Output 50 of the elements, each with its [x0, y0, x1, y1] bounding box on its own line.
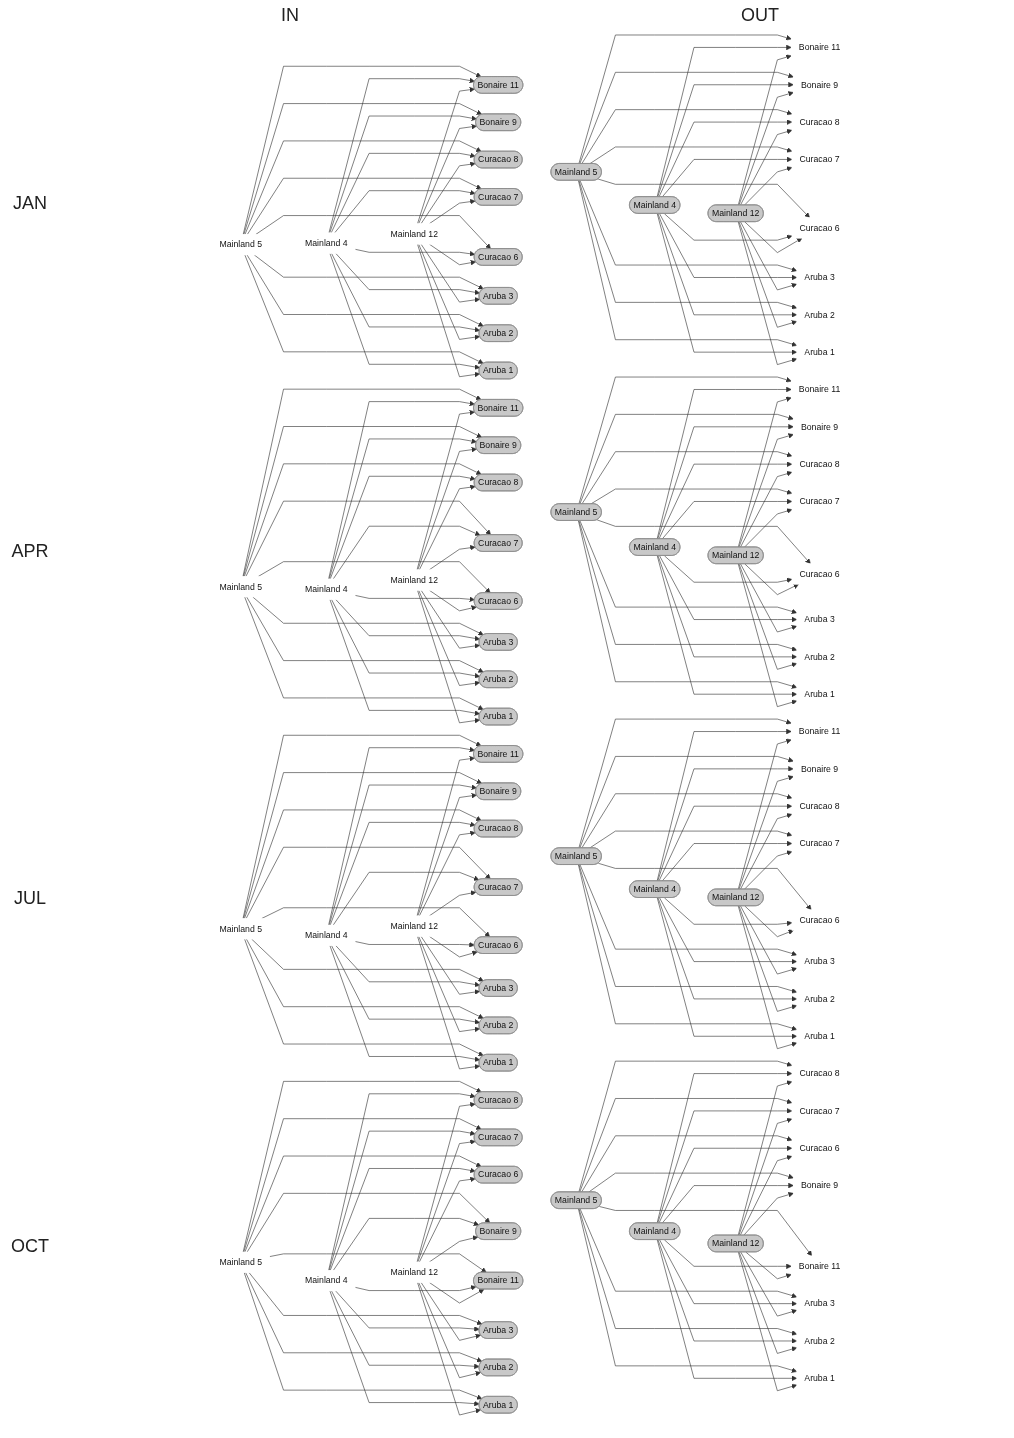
- node-text: Curacao 6: [799, 914, 840, 925]
- row-heading: JAN: [13, 193, 47, 215]
- node-text: Bonaire 9: [801, 763, 839, 774]
- node-text: Aruba 3: [804, 272, 835, 283]
- node-text: Curacao 7: [799, 1105, 840, 1116]
- node-text: Mainland 12: [390, 574, 439, 585]
- node-text: Curacao 8: [799, 116, 840, 127]
- node-text: Aruba 1: [804, 688, 835, 699]
- node-text: Mainland 5: [219, 1256, 263, 1267]
- node-text: Aruba 2: [804, 993, 835, 1004]
- node-text: Aruba 1: [804, 346, 835, 357]
- node-text: Curacao 7: [799, 154, 840, 165]
- row-heading: OCT: [11, 1235, 49, 1257]
- row-heading: APR: [11, 540, 49, 562]
- column-heading: IN: [281, 4, 299, 26]
- node-text: Aruba 2: [804, 1335, 835, 1346]
- node-text: Curacao 8: [799, 800, 840, 811]
- node-text: Curacao 8: [799, 458, 840, 469]
- node-text: Mainland 5: [219, 581, 263, 592]
- node-text: Curacao 6: [799, 222, 840, 233]
- node-text: Bonaire 11: [798, 42, 841, 53]
- node-text: Mainland 4: [305, 237, 348, 248]
- node-text: Mainland 4: [305, 1275, 348, 1286]
- node-text: Aruba 3: [804, 956, 835, 967]
- node-text: Bonaire 9: [801, 79, 839, 90]
- node-text: Curacao 8: [799, 1068, 840, 1079]
- node-text: Curacao 6: [799, 1142, 840, 1153]
- node-text: Mainland 12: [390, 1266, 439, 1277]
- node-text: Curacao 7: [799, 838, 840, 849]
- node-text: Bonaire 9: [801, 421, 839, 432]
- node-text: Mainland 4: [305, 930, 348, 940]
- node-text: Bonaire 11: [798, 1260, 841, 1271]
- node-text: Bonaire 11: [798, 726, 841, 737]
- node-text: Mainland 5: [219, 239, 263, 250]
- node-text: Curacao 6: [799, 568, 840, 579]
- node-text: Mainland 12: [390, 228, 439, 239]
- node-text: Aruba 2: [804, 309, 835, 320]
- node-text: Aruba 2: [804, 651, 835, 662]
- node-text: Aruba 3: [804, 1298, 835, 1309]
- column-heading: OUT: [741, 4, 779, 26]
- node-text: Aruba 1: [804, 1373, 835, 1383]
- node-text: Bonaire 11: [798, 384, 841, 395]
- node-text: Mainland 4: [305, 583, 348, 594]
- node-text: Aruba 3: [804, 614, 835, 625]
- node-text: Bonaire 9: [801, 1180, 839, 1191]
- row-heading: JUL: [14, 888, 46, 910]
- node-text: Curacao 7: [799, 496, 840, 507]
- node-text: Aruba 1: [804, 1030, 835, 1041]
- node-text: Mainland 5: [219, 923, 263, 934]
- node-text: Mainland 12: [390, 920, 439, 931]
